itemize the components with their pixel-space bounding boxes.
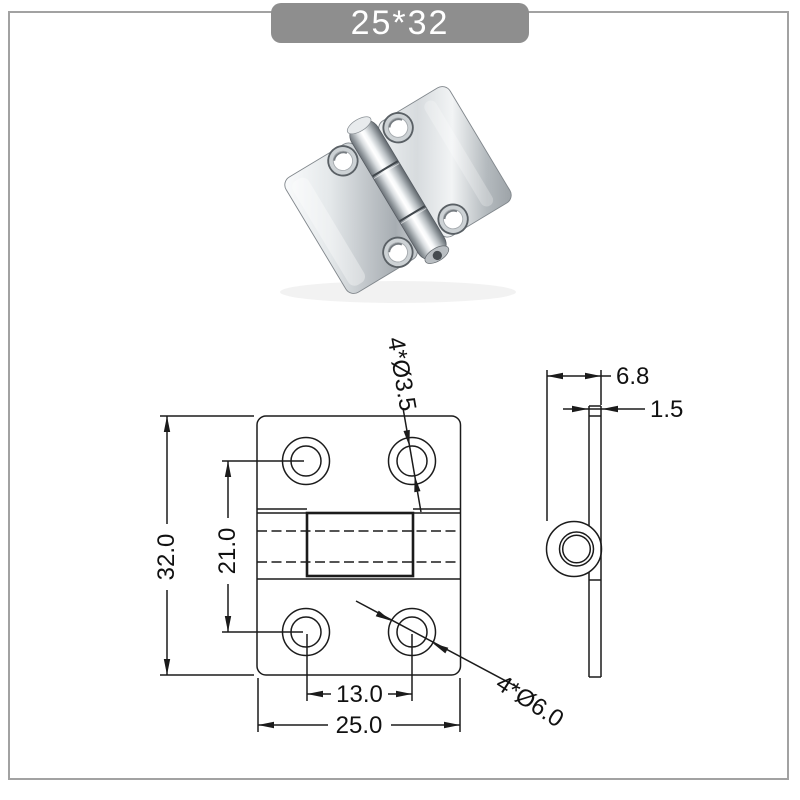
size-badge-label: 25*32 [350, 4, 450, 42]
dim-overall-height: 32.0 [153, 534, 180, 581]
knuckle-seam [372, 160, 399, 178]
callout-screw-hole: 4*Ø3.5 [382, 335, 422, 413]
callout-countersink: 4*Ø6.0 [491, 670, 568, 733]
photo-shadow [280, 281, 516, 303]
curl-inner [558, 531, 595, 567]
dim-plate-thickness: 1.5 [650, 396, 683, 423]
dimensions: 32.0 21.0 13.0 25.0 4*Ø3.5 [153, 335, 683, 739]
front-view-drawing [256, 415, 462, 676]
hinge-product-photo [280, 86, 516, 303]
knuckle-seam-highlight [400, 208, 427, 224]
dim-hole-pitch-vertical: 21.0 [214, 528, 241, 575]
size-badge: 25*32 [271, 3, 529, 43]
side-view-drawing [545, 405, 603, 678]
dim-knuckle-depth: 6.8 [616, 363, 649, 390]
pin-end-hole [432, 250, 442, 261]
hinge-photo-holes [327, 112, 469, 268]
knuckle-seam-highlight [373, 163, 400, 180]
curl-pin-hole [561, 534, 592, 564]
leaf-reflection [292, 177, 366, 286]
dim-overall-width: 25.0 [336, 712, 383, 739]
curl-outer [545, 520, 603, 578]
leaf-reflection [424, 100, 494, 207]
center-knuckle [305, 511, 415, 578]
dim-hole-pitch-horizontal: 13.0 [336, 681, 383, 708]
barrel-top-end [346, 116, 372, 135]
hinge-outline [256, 415, 462, 676]
knuckle-seam [399, 205, 426, 223]
